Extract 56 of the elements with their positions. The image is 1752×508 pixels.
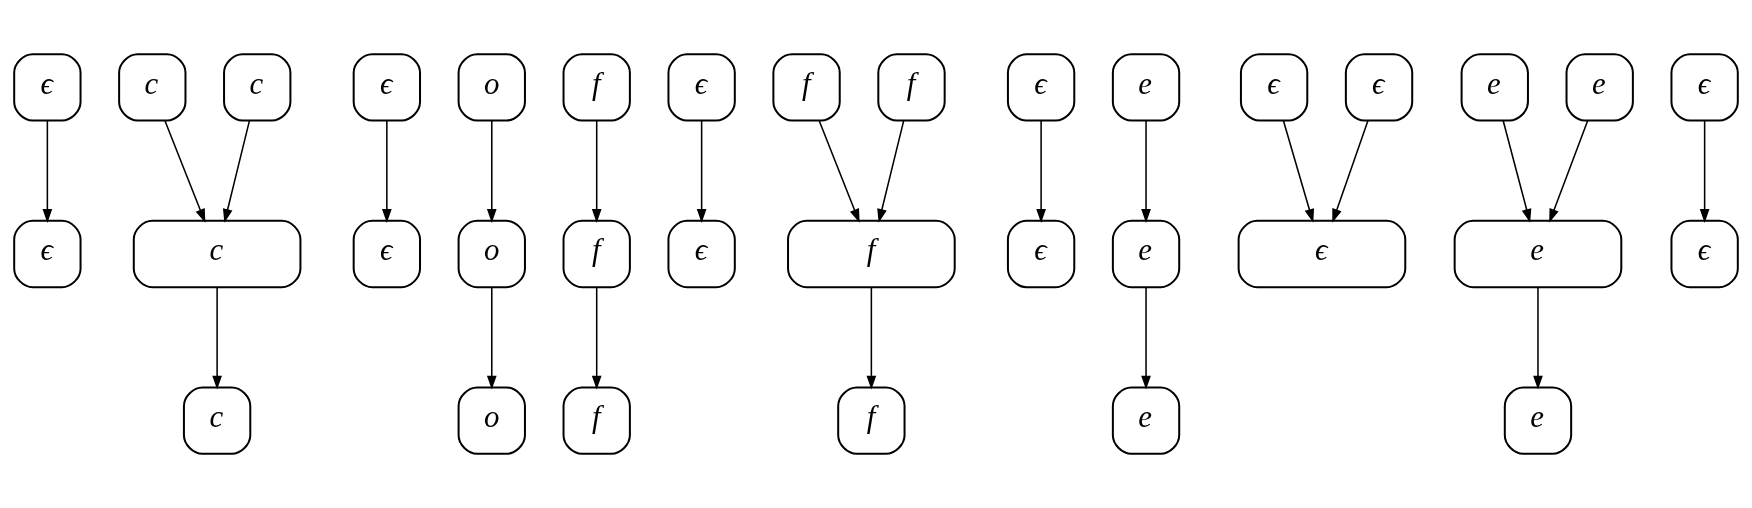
node-box: ϵ <box>1006 219 1076 289</box>
node-box: ϵ <box>1239 53 1309 122</box>
node-box: o <box>457 219 526 289</box>
node-box: f <box>787 219 956 289</box>
arrow <box>1141 120 1151 223</box>
node-box: f <box>562 53 631 122</box>
node-box: ϵ <box>352 53 422 122</box>
node-box: c <box>132 219 302 289</box>
node-box: e <box>1453 219 1623 289</box>
node-box: ϵ <box>1344 53 1414 122</box>
arrow <box>818 120 860 223</box>
node-box: ϵ <box>13 219 82 289</box>
node-box: f <box>562 219 631 289</box>
arrow <box>591 286 602 390</box>
arrow <box>696 120 707 223</box>
node-box: c <box>223 53 292 122</box>
node-box: o <box>457 386 526 455</box>
node-box: e <box>1460 53 1529 122</box>
node-box: ϵ <box>13 53 82 122</box>
node-box: f <box>837 386 906 455</box>
node-box: ϵ <box>1670 219 1739 289</box>
node-box: e <box>1111 386 1181 455</box>
node-box: f <box>772 53 841 122</box>
node-box: ϵ <box>667 219 736 289</box>
arrow <box>1332 120 1369 223</box>
arrow <box>382 120 392 223</box>
node-box: o <box>457 53 526 122</box>
arrow <box>1141 286 1151 390</box>
node-box: c <box>182 386 252 455</box>
node-box: f <box>562 386 631 455</box>
node-box: ϵ <box>1237 219 1407 289</box>
node-box: e <box>1503 386 1573 455</box>
arrow <box>486 286 497 390</box>
arrow <box>486 120 497 223</box>
arrow <box>877 120 905 223</box>
node-box: e <box>1111 53 1181 122</box>
arrow <box>1699 120 1710 223</box>
arrow <box>1036 120 1046 223</box>
node-box: f <box>877 53 946 122</box>
arrow <box>1549 120 1589 223</box>
arrow <box>222 120 251 223</box>
arrow <box>1282 120 1315 223</box>
arrow <box>591 120 602 223</box>
node-box: ϵ <box>667 53 736 122</box>
node-box: e <box>1565 53 1634 122</box>
node-box: ϵ <box>352 219 422 289</box>
node-box: ϵ <box>1006 53 1076 122</box>
arrow <box>866 286 877 390</box>
node-box: ϵ <box>1670 53 1739 122</box>
arrow <box>1502 120 1532 223</box>
arrow <box>1533 286 1543 390</box>
arrow <box>42 120 53 223</box>
node-box: c <box>118 53 187 122</box>
node-box: e <box>1111 219 1181 289</box>
arrow <box>164 120 206 223</box>
arrow <box>212 286 222 390</box>
